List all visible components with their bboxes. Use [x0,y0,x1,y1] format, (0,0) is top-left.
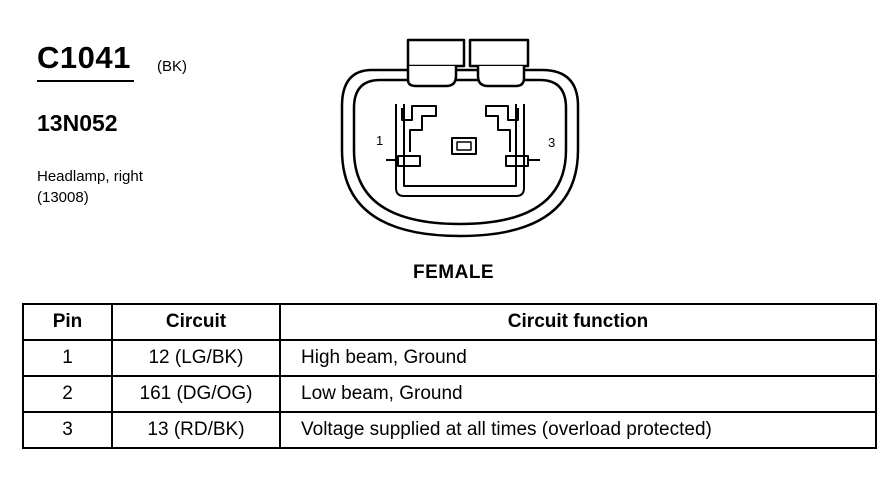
cell-pin: 2 [22,375,113,413]
table-row: 1 12 (LG/BK) High beam, Ground [22,339,877,377]
locking-tab-left [406,38,466,88]
cell-circuit: 13 (RD/BK) [111,411,281,449]
terminal-pin-2 [451,137,477,155]
table-row: 3 13 (RD/BK) Voltage supplied at all tim… [22,411,877,449]
terminal-cavity [395,104,525,197]
cell-function: High beam, Ground [279,339,877,377]
part-number: 13N052 [37,110,118,136]
table-row: 2 161 (DG/OG) Low beam, Ground [22,375,877,413]
connector-id-underline [37,80,134,82]
header-circuit-function: Circuit function [279,303,877,341]
terminal-pin-1 [386,105,437,167]
connector-color-code: (BK) [157,58,187,75]
connector-gender-label: FEMALE [413,262,495,283]
table-header-row: Pin Circuit Circuit function [22,303,877,341]
cell-function: Low beam, Ground [279,375,877,413]
connector-id: C1041 [37,40,131,75]
cell-pin: 3 [22,411,113,449]
pin-1-label: 1 [376,133,384,148]
locking-tab-right [468,38,530,88]
pin-3-label: 3 [548,135,556,150]
pin-table: Pin Circuit Circuit function 1 12 (LG/BK… [22,303,877,449]
connector-outer-housing [340,68,580,238]
description-line-1: Headlamp, right [37,168,143,185]
connector-face-diagram [340,38,580,238]
header-circuit: Circuit [111,303,281,341]
cell-pin: 1 [22,339,113,377]
header-pin: Pin [22,303,113,341]
connector-description: Headlamp, right (13008) [37,166,143,208]
terminal-pin-3 [485,105,540,167]
connector-inner-housing [352,78,568,226]
cell-function: Voltage supplied at all times (overload … [279,411,877,449]
cell-circuit: 161 (DG/OG) [111,375,281,413]
cell-circuit: 12 (LG/BK) [111,339,281,377]
description-line-2: (13008) [37,189,89,206]
